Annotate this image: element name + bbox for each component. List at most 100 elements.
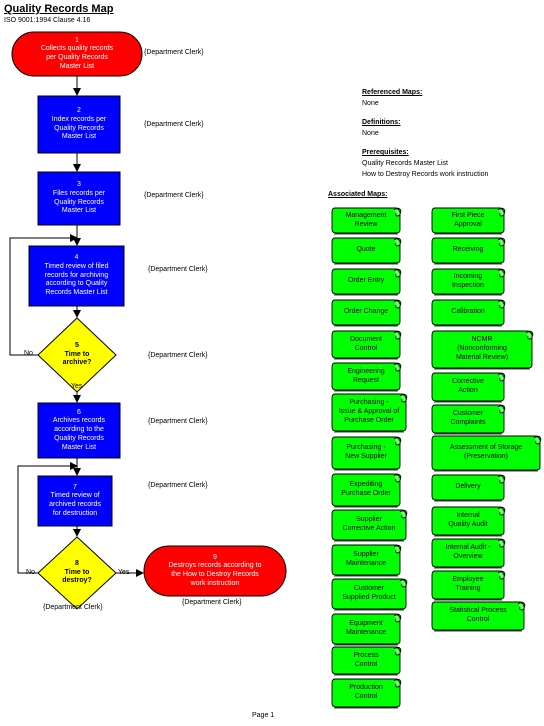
connector-5-no-loop [9, 234, 78, 356]
step-9-number: 9 [213, 553, 217, 561]
associated-map-right-11[interactable]: Internal Audit - Overview [445, 544, 491, 560]
map-shape [331, 578, 408, 611]
prerequisites-heading: Prerequisites: [362, 149, 409, 156]
associated-map-shapes [331, 207, 542, 709]
associated-map-left-11[interactable]: Supplier Maintenance [345, 551, 387, 567]
associated-map-right-12[interactable]: Employee Training [452, 576, 484, 592]
prerequisite-item[interactable]: How to Destroy Records work instruction [362, 171, 489, 178]
associated-map-left-7[interactable]: Purchasing - Issue & Approval of Purchas… [338, 399, 400, 424]
step-1-number: 1 [75, 36, 79, 44]
map-shape [331, 299, 402, 327]
associated-map-left-14[interactable]: Process Control [353, 651, 379, 668]
associated-map-right-13[interactable]: Statistical Process Control [449, 607, 507, 623]
step-6-process [37, 402, 121, 459]
associated-map-left-13[interactable]: Equipment Maintenance [345, 620, 387, 636]
step-4-process [28, 245, 125, 307]
associated-map-left-1[interactable]: Management Review [345, 211, 387, 228]
associated-map-left-6[interactable]: Engineering Request [347, 367, 385, 384]
step-5-number: 5 [75, 341, 79, 349]
map-shape [431, 435, 542, 472]
map-shape [331, 362, 402, 392]
map-shape [431, 237, 506, 265]
map-shape [331, 393, 408, 433]
step-3-process [37, 171, 121, 226]
associated-map-left-12[interactable]: Customer Supplied Product [342, 585, 396, 601]
map-shape [331, 678, 402, 709]
associated-map-right-9[interactable]: Delivery [455, 483, 481, 491]
map-shape [331, 613, 402, 646]
associated-map-right-3[interactable]: Incoming Inspection [452, 272, 484, 289]
map-shape [331, 544, 402, 577]
map-shape [431, 299, 506, 327]
associated-map-right-5[interactable]: NCMR (Nonconforming Material Review) [455, 336, 509, 361]
page-subtitle: ISO 9001:1994 Clause 4.16 [4, 17, 91, 24]
associated-map-left-8[interactable]: Purchasing - New Supplier [345, 444, 387, 460]
map-shape [431, 268, 506, 296]
step-5-yes-label: Yes [71, 383, 83, 390]
associated-map-left-2[interactable]: Quote [356, 246, 376, 254]
step-9-owner: {Department Clerk} [182, 599, 242, 606]
associated-map-left-9[interactable]: Expediting Purchase Order [341, 481, 391, 497]
associated-map-left-5[interactable]: Document Control [350, 335, 382, 352]
step-8-number: 8 [75, 559, 79, 567]
map-shape [331, 473, 402, 508]
map-shape [331, 509, 408, 542]
step-5-owner: {Department Clerk} [148, 352, 208, 359]
step-7-label: Timed review of archived records for des… [49, 492, 101, 517]
step-8-owner: {Department Clerk} [43, 604, 103, 611]
step-1-owner: {Department Clerk} [144, 49, 204, 56]
prerequisite-item[interactable]: Quality Records Master List [362, 160, 448, 167]
connector-8-no-loop [17, 462, 78, 574]
step-1-label: Collects quality records per Quality Rec… [40, 45, 114, 70]
page-title: Quality Records Map [4, 3, 114, 15]
step-2-label: Index records per Quality Records Master… [51, 115, 107, 141]
step-2-owner: {Department Clerk} [144, 121, 204, 128]
step-8-yes-label: Yes [118, 569, 130, 576]
step-8-label: Time to destroy? [62, 568, 92, 585]
step-7-owner: {Department Clerk} [148, 482, 208, 489]
associated-map-left-15[interactable]: Production Control [349, 684, 383, 700]
map-shape [331, 207, 402, 235]
step-3-label: Files records per Quality Records Master… [52, 189, 106, 215]
step-3-owner: {Department Clerk} [144, 192, 204, 199]
map-shape [331, 436, 402, 471]
associated-map-left-10[interactable]: Supplier Corrective Action [342, 516, 396, 532]
map-shape [431, 570, 506, 601]
associated-maps-heading: Associated Maps: [328, 191, 388, 198]
associated-map-left-4[interactable]: Order Change [343, 308, 389, 316]
map-shape [431, 474, 506, 502]
step-5-no-label: No [24, 350, 33, 357]
associated-map-right-6[interactable]: Corrective Action [452, 378, 484, 394]
associated-map-right-1[interactable]: First Piece Approval [451, 211, 485, 228]
map-shape [431, 601, 526, 632]
definitions-heading: Definitions: [362, 119, 401, 126]
step-4-label: Timed review of filed records for archiv… [44, 262, 109, 297]
step-9-terminator [143, 545, 287, 597]
associated-map-left-3[interactable]: Order Entry [347, 277, 385, 285]
map-shape [331, 330, 402, 360]
associated-map-right-8[interactable]: Assessment of Storage (Preservation) [449, 444, 523, 460]
map-shape [431, 372, 506, 403]
step-6-number: 6 [77, 408, 81, 416]
step-5-label: Time to archive? [62, 350, 92, 367]
map-shape [431, 207, 506, 235]
step-6-label: Archives records according to the Qualit… [52, 417, 106, 451]
associated-map-right-10[interactable]: Internal Quality Audit [448, 512, 488, 528]
step-7-process [37, 475, 113, 527]
step-3-number: 3 [77, 181, 81, 188]
associated-map-right-4[interactable]: Calibration [451, 308, 485, 316]
associated-map-right-2[interactable]: Receiving [452, 246, 484, 254]
map-shape [331, 646, 402, 676]
map-shape [331, 237, 402, 265]
associated-map-right-7[interactable]: Customer Complaints [450, 410, 486, 426]
